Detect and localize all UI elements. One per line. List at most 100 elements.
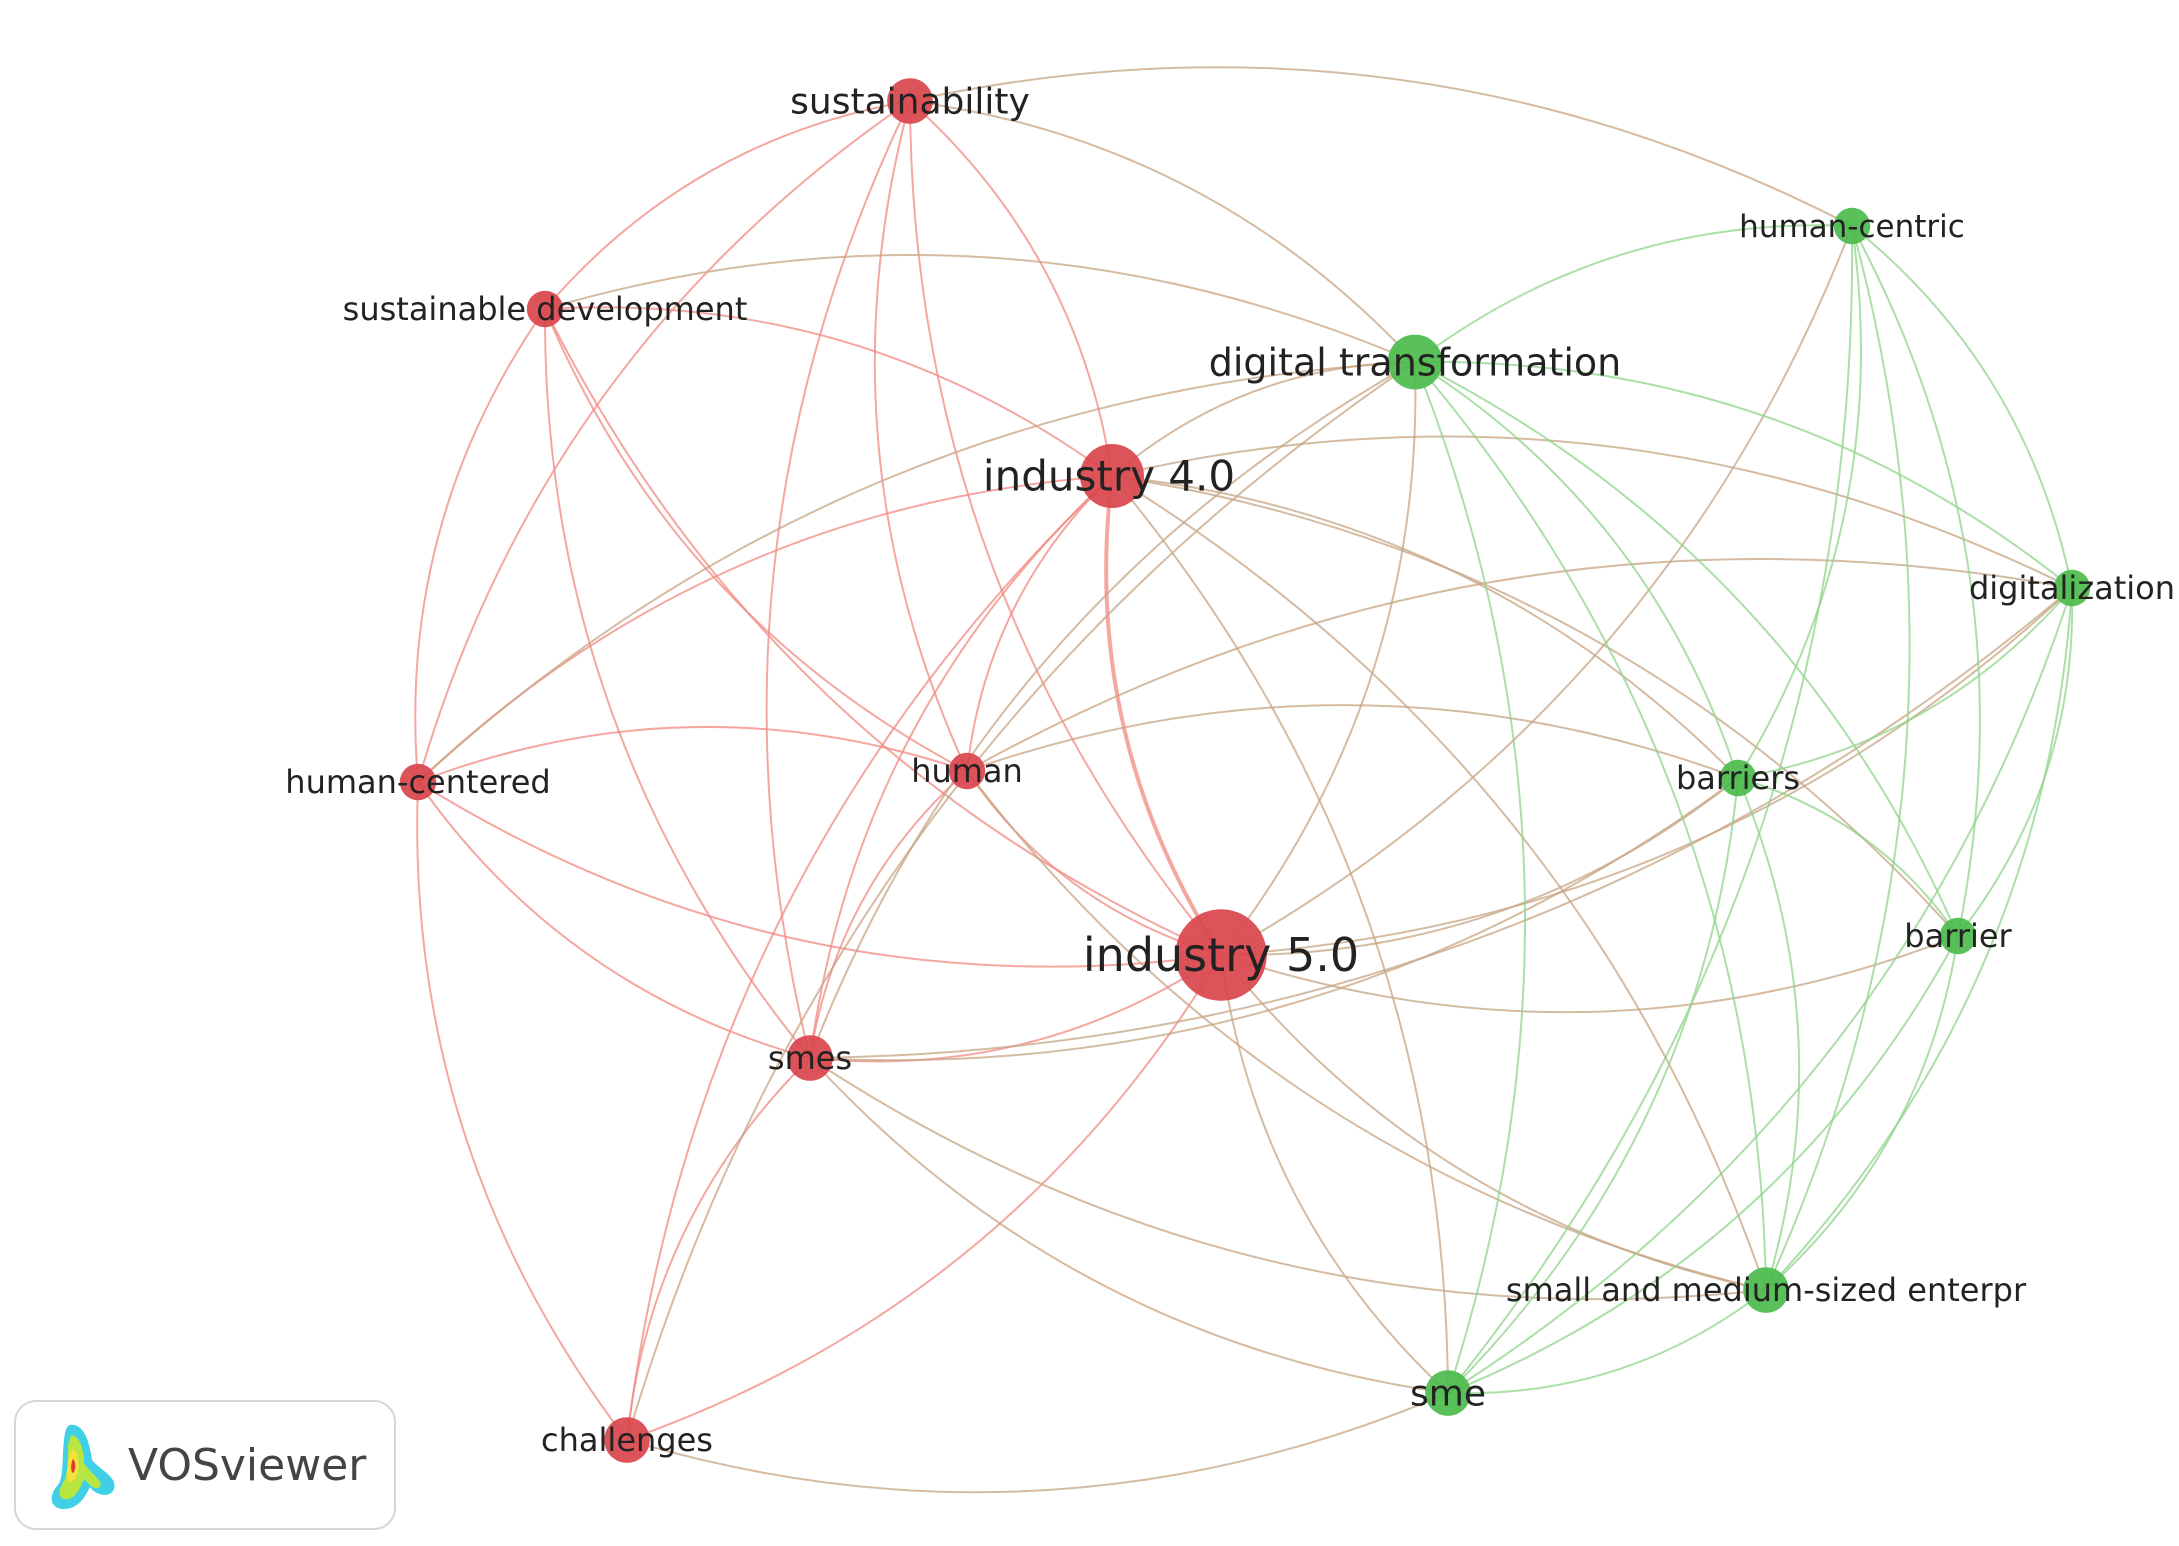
edge-human_centric-digitalization: [1851, 225, 2073, 589]
label-industry_5_0: industry 5.0: [1083, 928, 1359, 982]
edge-industry_5_0-human_centric: [1220, 225, 1853, 956]
vosviewer-watermark-text: VOSviewer: [128, 1439, 367, 1491]
edge-challenges-digital_transformation: [626, 361, 1416, 1441]
edge-smes-digitalization: [809, 587, 2073, 1059]
edge-human_centric-digital_transformation: [1414, 224, 1853, 363]
node-sustainable_development[interactable]: [526, 290, 564, 328]
edge-sustainability-sustainable_development: [544, 100, 911, 310]
node-smes[interactable]: [787, 1035, 833, 1081]
edge-industry_4_0-sme_enterprises: [1111, 475, 1767, 1291]
node-sme_enterprises[interactable]: [1743, 1267, 1789, 1313]
edge-smes-barriers: [809, 777, 1739, 1062]
edge-industry_5_0-challenges: [626, 954, 1222, 1441]
edge-human_centered-industry_5_0: [417, 781, 1222, 968]
label-human_centered: human-centered: [285, 763, 550, 801]
edge-smes-challenges: [626, 1057, 811, 1441]
label-barrier: barrier: [1904, 917, 2012, 955]
node-barrier[interactable]: [1939, 917, 1977, 955]
edge-barriers-barrier: [1737, 777, 1959, 937]
label-sme_enterprises: small and medium-sized enterpr: [1506, 1271, 2027, 1309]
edge-sustainability-human_centered: [417, 100, 911, 783]
edge-human_centered-smes: [417, 781, 811, 1059]
edge-digital_transformation-sme_enterprises: [1414, 361, 1767, 1291]
edge-human-digitalization: [966, 558, 2073, 772]
edge-sustainable_development-human_centered: [414, 308, 546, 783]
edge-industry_4_0-human: [966, 475, 1113, 772]
edge-digitalization-sme_enterprises: [1765, 587, 2073, 1291]
edge-sustainability-smes: [765, 100, 911, 1059]
edge-sustainability-human_centric: [909, 66, 1853, 227]
edge-sustainability-human: [873, 100, 968, 772]
node-industry_4_0[interactable]: [1080, 444, 1144, 508]
edge-human_centered-challenges: [416, 781, 628, 1441]
node-challenges[interactable]: [604, 1417, 650, 1463]
edge-human-smes: [809, 770, 968, 1059]
edge-barrier-sme_enterprises: [1765, 935, 1959, 1291]
vosviewer-logo-icon: [51, 1424, 115, 1510]
network-labels: sustainability sustainable development ind…: [285, 82, 2175, 1460]
edge-sustainable_development-industry_4_0: [544, 306, 1113, 477]
edge-human_centered-digital_transformation: [417, 361, 1416, 783]
edge-human_centric-sme_enterprises: [1765, 225, 1911, 1291]
label-industry_4_0: industry 4.0: [983, 452, 1235, 501]
edge-sustainability-industry_5_0: [909, 100, 1222, 956]
edge-human-sme_enterprises: [966, 770, 1767, 1291]
edge-industry_5_0-digitalization: [1220, 587, 2073, 956]
edge-digital_transformation-barrier: [1414, 361, 1959, 937]
vosviewer-watermark: VOSviewer: [14, 1400, 396, 1530]
edge-challenges-sme: [626, 1392, 1449, 1494]
node-human[interactable]: [948, 752, 986, 790]
label-digital_transformation: digital transformation: [1209, 340, 1622, 384]
node-barriers[interactable]: [1719, 759, 1757, 797]
label-smes: smes: [768, 1039, 852, 1077]
node-human_centric[interactable]: [1833, 207, 1871, 245]
edge-sustainable_development-industry_5_0: [544, 308, 1222, 956]
network-edges: [414, 66, 2074, 1494]
edge-digital_transformation-sme: [1414, 361, 1527, 1394]
edge-industry_4_0-barriers: [1111, 475, 1739, 779]
label-human: human: [911, 752, 1023, 790]
edge-human-barriers: [966, 704, 1739, 779]
edge-industry_4_0-digitalization: [1111, 435, 2073, 589]
edge-human_centered-human: [417, 725, 968, 783]
edge-sme_enterprises-sme: [1447, 1289, 1767, 1395]
edge-sustainability-industry_4_0: [909, 100, 1113, 477]
edge-sustainable_development-smes: [543, 308, 811, 1059]
edge-digital_transformation-barriers: [1414, 361, 1739, 779]
label-barriers: barriers: [1676, 759, 1800, 797]
edge-industry_5_0-barriers: [1220, 777, 1739, 957]
edge-digitalization-barriers: [1737, 587, 2073, 779]
node-digitalization[interactable]: [2053, 569, 2091, 607]
edge-sustainable_development-digital_transformation: [544, 253, 1416, 363]
edge-smes-sme_enterprises: [809, 1057, 1767, 1301]
edge-barriers-sme: [1447, 777, 1739, 1394]
edge-human_centric-sme: [1447, 225, 1854, 1394]
node-sustainability[interactable]: [887, 78, 933, 124]
edge-barriers-sme_enterprises: [1737, 777, 1801, 1291]
node-sme[interactable]: [1425, 1370, 1471, 1416]
edge-industry_4_0-challenges: [626, 475, 1113, 1441]
edge-industry_5_0-sme: [1220, 954, 1449, 1394]
edge-human_centric-barrier: [1851, 225, 1981, 937]
label-digitalization: digitalization: [1969, 569, 2175, 607]
edge-barrier-sme: [1447, 935, 1959, 1394]
edge-industry_5_0-digital_transformation: [1220, 361, 1417, 956]
edge-industry_5_0-barrier: [1220, 935, 1959, 1014]
edge-digital_transformation-digitalization: [1414, 360, 2073, 589]
edge-industry_4_0-industry_5_0: [1104, 475, 1223, 957]
node-digital_transformation[interactable]: [1387, 334, 1443, 390]
edge-smes-digital_transformation: [809, 361, 1416, 1059]
edge-smes-sme: [809, 1057, 1449, 1394]
edge-sustainability-digital_transformation: [909, 100, 1416, 363]
node-human_centered[interactable]: [399, 763, 437, 801]
label-challenges: challenges: [541, 1421, 713, 1459]
label-sme: sme: [1410, 1374, 1486, 1415]
edge-industry_4_0-sme: [1111, 475, 1449, 1394]
label-sustainable_development: sustainable development: [343, 290, 748, 328]
edge-human_centric-barriers: [1737, 225, 1862, 779]
edge-digitalization-sme: [1447, 587, 2073, 1394]
edge-industry_4_0-barrier: [1111, 475, 1959, 937]
label-sustainability: sustainability: [790, 82, 1030, 123]
node-industry_5_0[interactable]: [1175, 909, 1267, 1001]
